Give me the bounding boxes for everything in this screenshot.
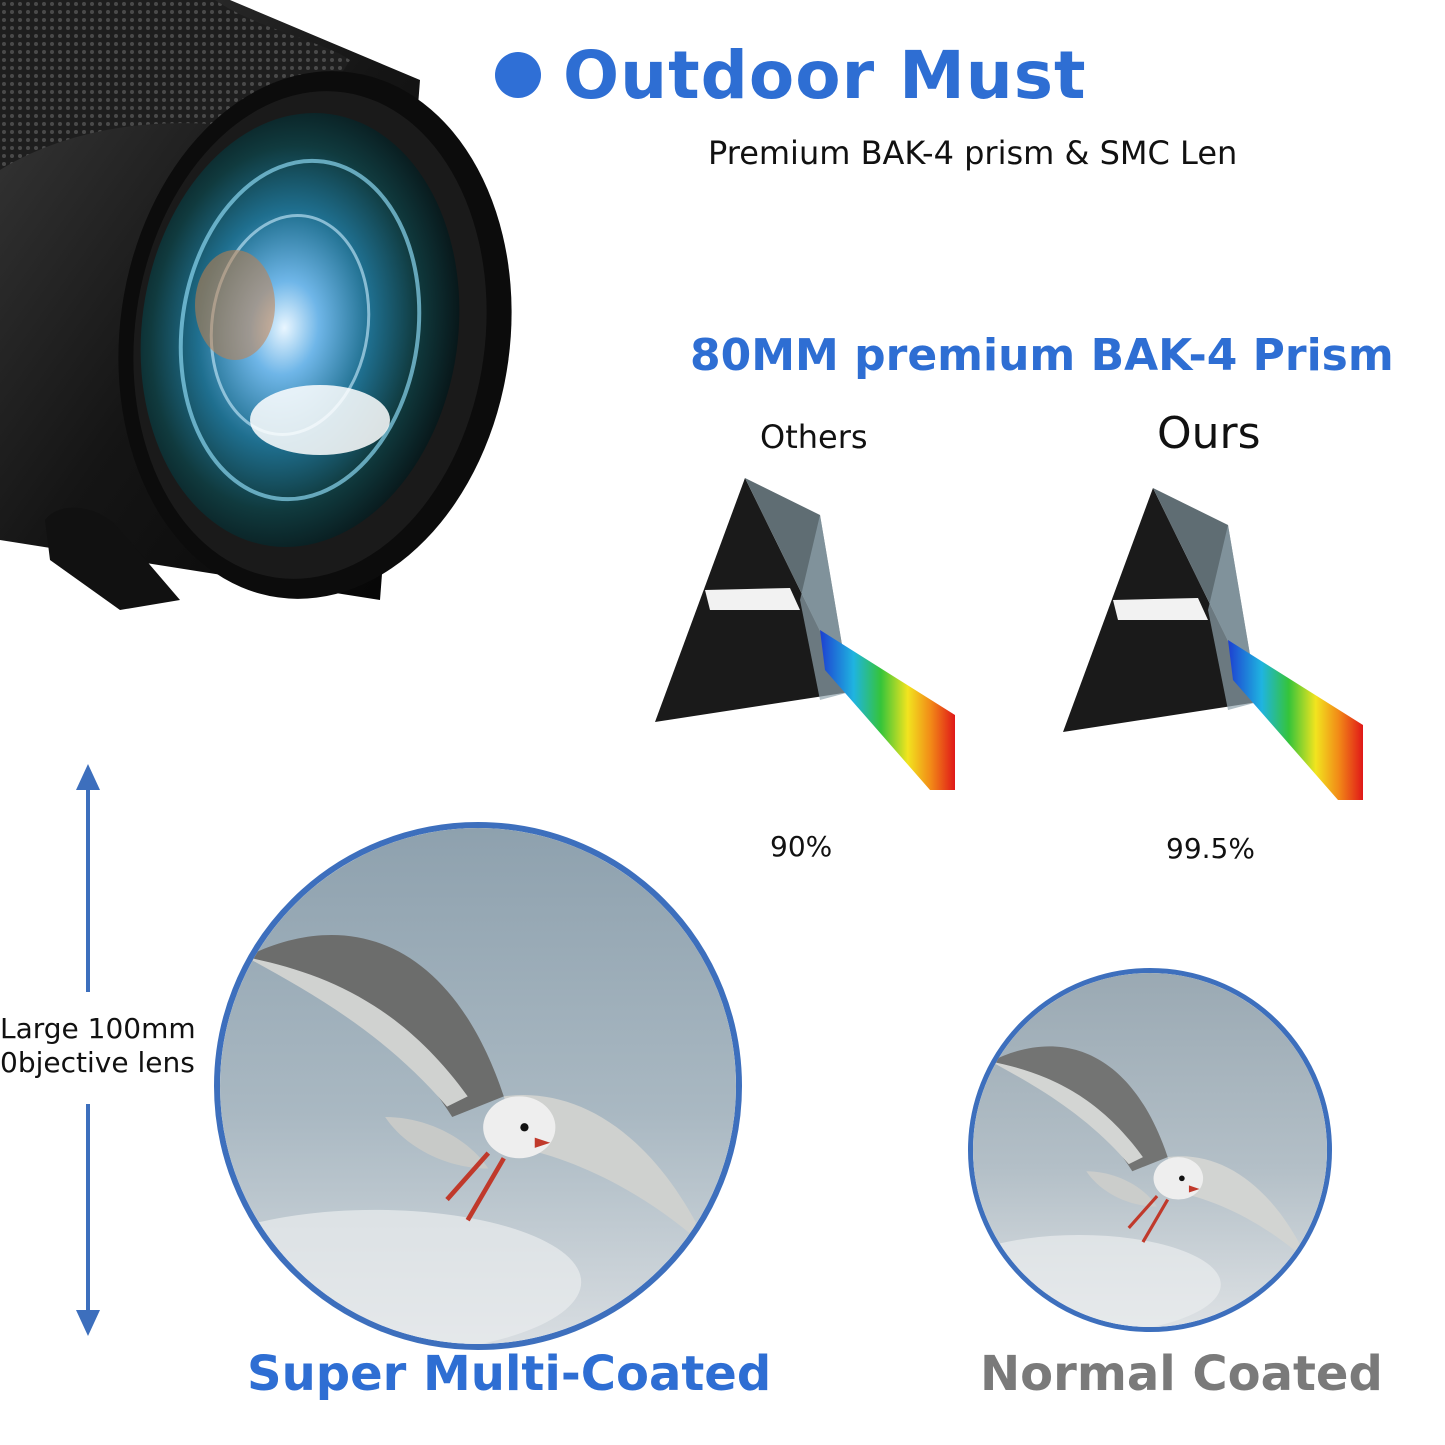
others-label: Others — [760, 418, 868, 456]
monocular-lens-image — [0, 0, 512, 610]
page-title: Outdoor Must — [563, 36, 1087, 114]
ours-prism-image — [1063, 488, 1363, 800]
lens-dimension-label: Large 100mm 0bjective lens — [0, 1012, 196, 1080]
prism-section-title: 80MM premium BAK-4 Prism — [690, 330, 1394, 381]
dimension-arrow-icon — [76, 764, 100, 1336]
heading-row: Outdoor Must — [495, 30, 1087, 120]
super-multi-coated-caption: Super Multi-Coated — [247, 1346, 772, 1402]
normal-coated-caption: Normal Coated — [980, 1346, 1383, 1402]
page-subtitle: Premium BAK-4 prism & SMC Len — [708, 134, 1238, 172]
bullet-dot-icon — [495, 52, 541, 98]
lens-dimension-line1: Large 100mm — [0, 1012, 196, 1045]
ours-label: Ours — [1157, 408, 1261, 459]
ours-transmission-value: 99.5% — [1166, 832, 1255, 865]
normal-view-photo — [968, 968, 1332, 1332]
smc-view-photo — [214, 822, 742, 1350]
others-transmission-value: 90% — [770, 830, 833, 863]
lens-dimension-line2: 0bjective lens — [0, 1046, 195, 1079]
others-prism-image — [655, 478, 955, 790]
